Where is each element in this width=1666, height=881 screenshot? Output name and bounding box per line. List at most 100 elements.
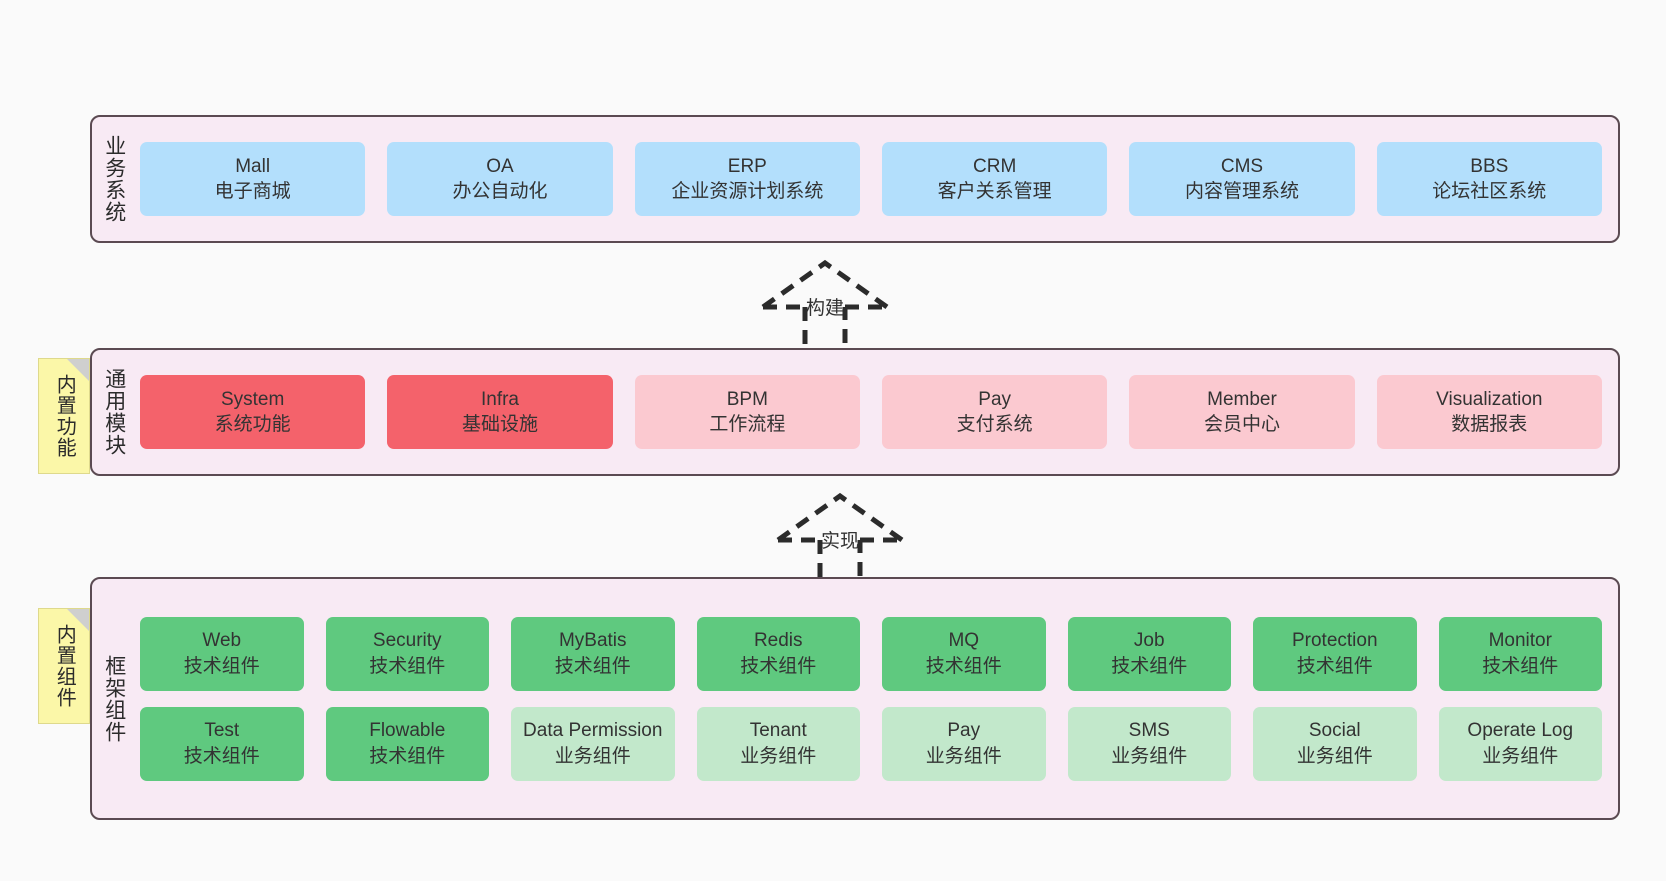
card-title: Web [202, 630, 242, 652]
card-test[interactable]: Test 技术组件 [140, 706, 304, 781]
card-title: Job [1133, 630, 1165, 652]
card-subtitle: 业务组件 [1482, 745, 1559, 767]
card-title: CRM [973, 155, 1017, 177]
section-label-business-systems: 业务系统 [102, 135, 126, 223]
card-infra[interactable]: Infra 基础设施 [387, 375, 613, 449]
arrow-build-label: 构建 [805, 298, 844, 319]
card-title: System [220, 388, 285, 410]
card-title: Pay [978, 388, 1012, 410]
card-title: SMS [1128, 720, 1170, 742]
arrow-implement: 实现 [760, 488, 920, 586]
card-subtitle: 业务组件 [1296, 745, 1373, 767]
card-data-permission[interactable]: Data Permission 业务组件 [511, 706, 675, 781]
sticky-note-builtin-components-label: 内置组件 [53, 624, 76, 708]
card-subtitle: 技术组件 [1482, 655, 1559, 677]
card-operate-log[interactable]: Operate Log 业务组件 [1438, 706, 1602, 781]
card-tenant[interactable]: Tenant 业务组件 [696, 706, 860, 781]
card-web[interactable]: Web 技术组件 [140, 616, 304, 691]
card-crm[interactable]: CRM 客户关系管理 [881, 142, 1108, 216]
card-subtitle: 基础设施 [461, 414, 538, 435]
card-title: MQ [948, 630, 980, 652]
section-label-framework-components: 框架组件 [102, 654, 126, 743]
card-title: Visualization [1436, 388, 1543, 410]
card-title: Protection [1291, 630, 1378, 652]
sticky-note-builtin-features: 内置功能 [38, 358, 90, 474]
section-label-common-modules: 通用模块 [102, 368, 126, 456]
card-protection[interactable]: Protection 技术组件 [1253, 616, 1417, 691]
section-common-modules: 通用模块 System 系统功能 Infra 基础设施 BPM 工作流程 Pay 支付系统 Me… [90, 348, 1620, 476]
card-title: Monitor [1488, 630, 1552, 652]
card-subtitle: 工作流程 [709, 414, 786, 435]
sticky-note-builtin-features-label: 内置功能 [53, 374, 76, 458]
card-subtitle: 业务组件 [554, 745, 631, 767]
card-title: Infra [480, 388, 519, 410]
card-title: Test [204, 720, 240, 742]
note-fold-corner-icon [67, 359, 89, 381]
card-title: Redis [753, 630, 803, 652]
card-title: Tenant [749, 720, 807, 742]
card-system[interactable]: System 系统功能 [140, 375, 366, 449]
card-title: Social [1308, 720, 1361, 742]
card-cms[interactable]: CMS 内容管理系统 [1129, 142, 1355, 216]
arrow-implement-label: 实现 [820, 531, 859, 552]
card-sms[interactable]: SMS 业务组件 [1067, 706, 1231, 781]
card-title: BBS [1470, 155, 1509, 177]
card-subtitle: 办公自动化 [452, 181, 548, 202]
card-visualization[interactable]: Visualization 数据报表 [1376, 375, 1602, 449]
card-title: Mall [235, 155, 271, 177]
card-job[interactable]: Job 技术组件 [1067, 616, 1231, 691]
card-subtitle: 技术组件 [183, 655, 260, 677]
card-bbs[interactable]: BBS 论坛社区系统 [1376, 142, 1602, 216]
card-pay[interactable]: Pay 支付系统 [881, 375, 1108, 449]
card-title: CMS [1220, 155, 1264, 177]
card-subtitle: 技术组件 [1111, 655, 1188, 677]
card-title: Pay [947, 720, 981, 742]
card-mq[interactable]: MQ 技术组件 [882, 616, 1046, 691]
card-subtitle: 业务组件 [740, 745, 817, 767]
card-subtitle: 技术组件 [740, 655, 817, 677]
card-subtitle: 客户关系管理 [937, 181, 1052, 202]
card-subtitle: 系统功能 [214, 414, 291, 435]
card-flowable[interactable]: Flowable 技术组件 [325, 706, 489, 781]
sticky-note-builtin-components: 内置组件 [38, 608, 90, 724]
card-subtitle: 技术组件 [925, 655, 1002, 677]
card-title: BPM [726, 388, 768, 410]
card-pay[interactable]: Pay 业务组件 [882, 706, 1046, 781]
card-title: Data Permission [523, 720, 663, 742]
card-redis[interactable]: Redis 技术组件 [696, 616, 860, 691]
card-subtitle: 业务组件 [1111, 745, 1188, 767]
card-title: Security [372, 630, 442, 652]
card-subtitle: 业务组件 [925, 745, 1002, 767]
card-monitor[interactable]: Monitor 技术组件 [1438, 616, 1602, 691]
card-social[interactable]: Social 业务组件 [1253, 706, 1417, 781]
card-title: Member [1207, 388, 1277, 410]
card-subtitle: 技术组件 [1296, 655, 1373, 677]
card-subtitle: 电子商城 [214, 181, 291, 202]
card-mall[interactable]: Mall 电子商城 [140, 142, 366, 216]
card-subtitle: 支付系统 [956, 414, 1033, 435]
arrow-build: 构建 [745, 255, 905, 353]
card-title: Flowable [369, 720, 446, 742]
card-bpm[interactable]: BPM 工作流程 [634, 375, 860, 449]
card-subtitle: 技术组件 [369, 745, 446, 767]
card-title: Operate Log [1467, 720, 1574, 742]
card-subtitle: 内容管理系统 [1184, 181, 1299, 202]
card-subtitle: 企业资源计划系统 [671, 181, 824, 202]
card-subtitle: 论坛社区系统 [1432, 181, 1547, 202]
card-subtitle: 数据报表 [1451, 414, 1528, 435]
card-subtitle: 技术组件 [554, 655, 631, 677]
card-subtitle: 技术组件 [183, 745, 260, 767]
